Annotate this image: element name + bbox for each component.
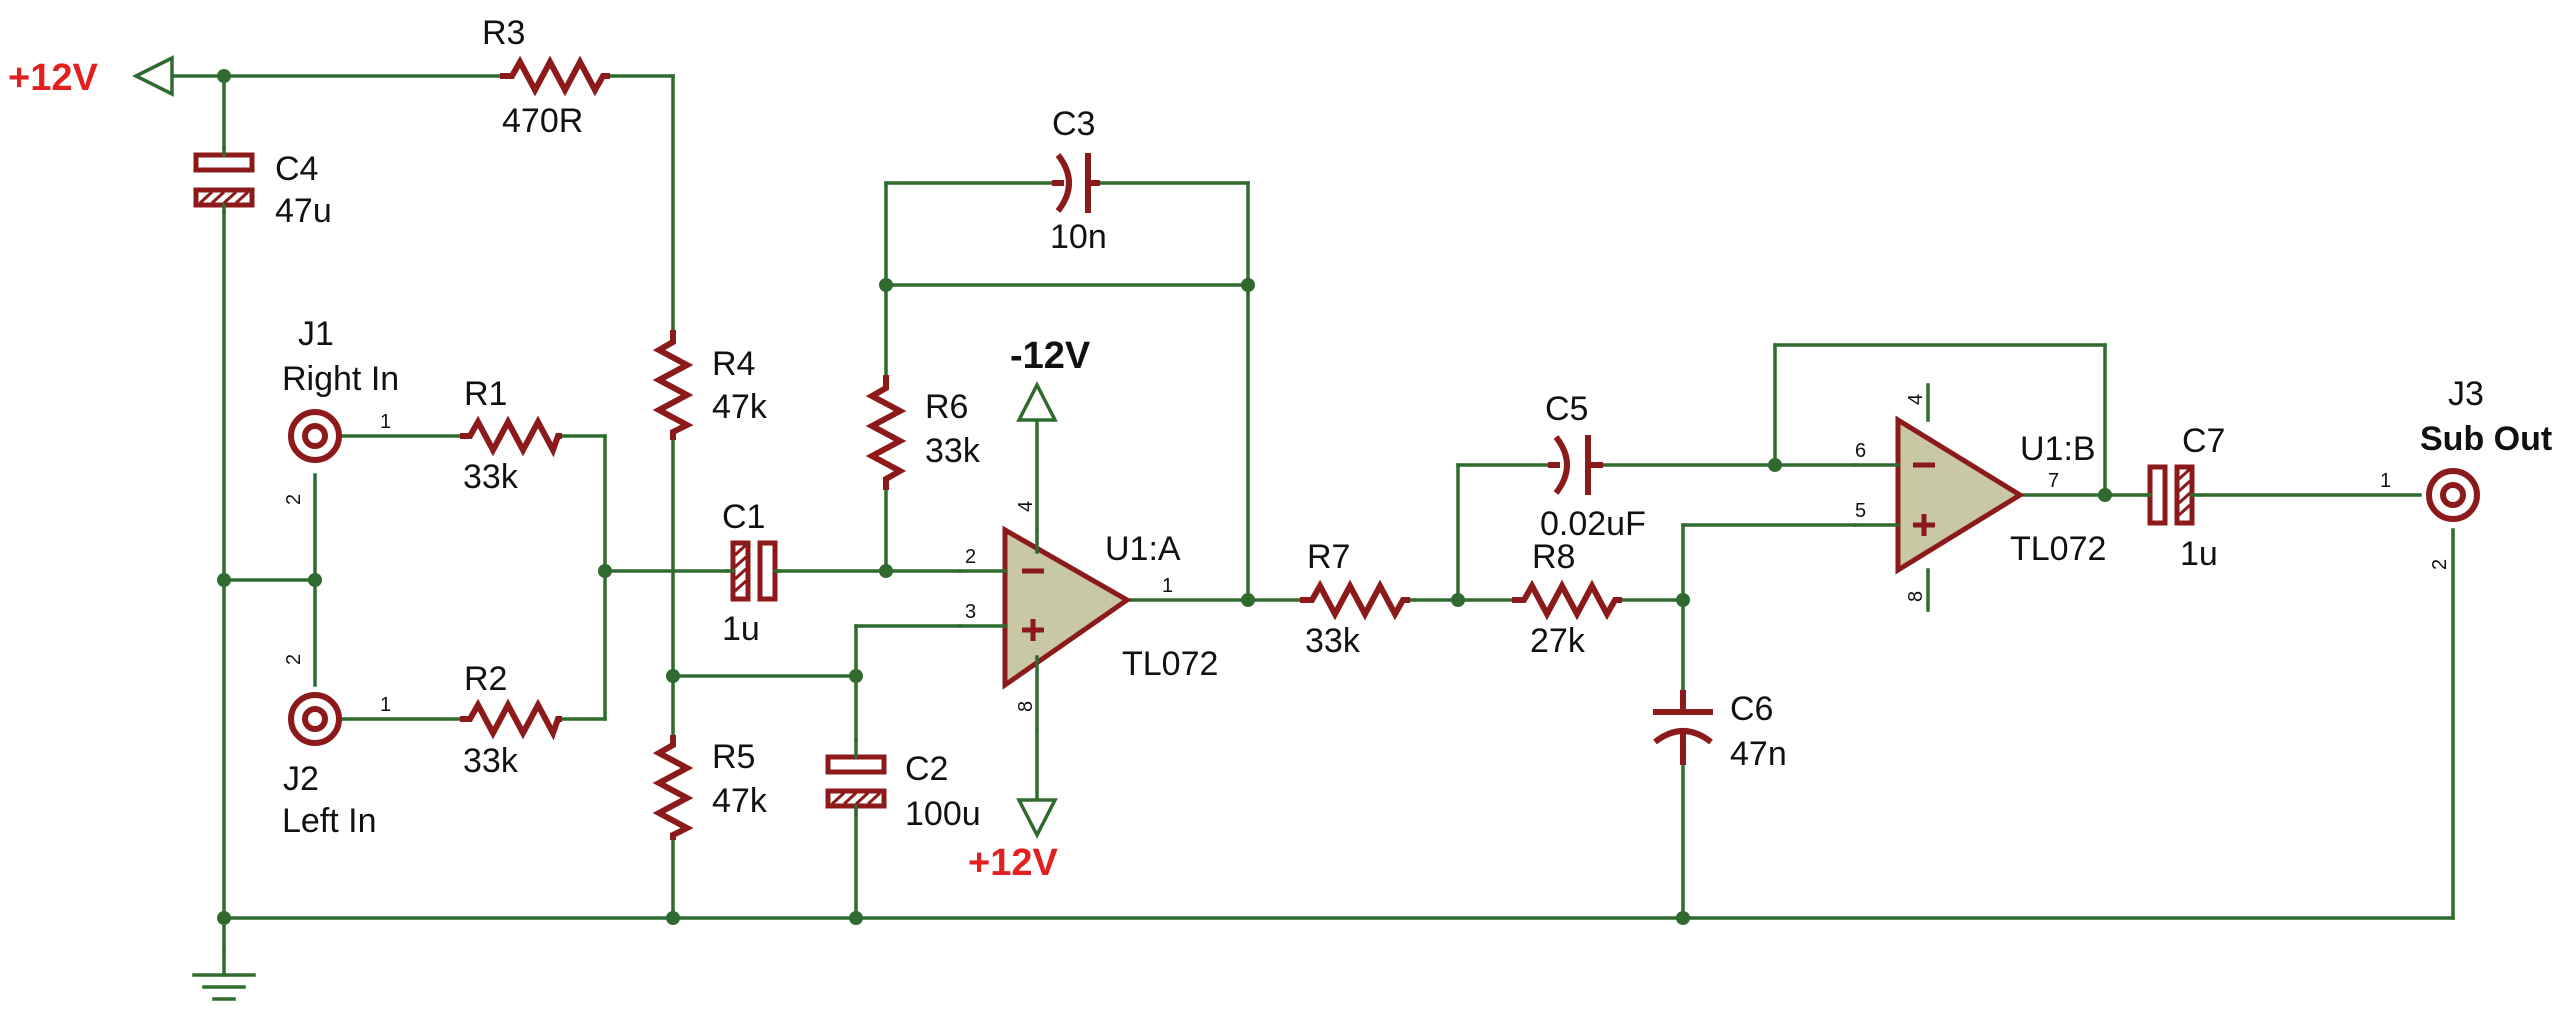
opamp-ref: U1:A (1105, 530, 1181, 568)
opamp-u1b: U1:B TL072 6 5 7 4 8 (1853, 394, 2106, 602)
component-value: 100u (905, 795, 981, 833)
component-value: 0.02uF (1540, 505, 1646, 543)
connector-ref: J3 (2448, 375, 2484, 413)
opamp-value: TL072 (2010, 530, 2106, 568)
pin-number: 1 (1162, 575, 1173, 597)
pin-number: 3 (965, 601, 976, 623)
component-value: 33k (1305, 622, 1361, 660)
opamp-ref: U1:B (2020, 430, 2096, 468)
pin-number: 2 (2429, 559, 2451, 570)
power-arrow-icon (132, 55, 174, 97)
power-arrow-icon (1016, 381, 1058, 422)
connector-name: Sub Out (2420, 420, 2552, 458)
component-ref: R7 (1307, 538, 1350, 576)
junction-dots (217, 69, 2112, 925)
component-value: 33k (925, 432, 981, 470)
component-ref: C4 (275, 150, 318, 188)
resistor-r7: R7 33k (1300, 538, 1410, 660)
capacitor-c6: C6 47n (1653, 690, 1787, 773)
component-ref: C3 (1052, 105, 1095, 143)
rail-label-main: +12V (8, 57, 98, 99)
rail-label-positive: +12V (968, 842, 1058, 884)
resistor-r5: R5 47k (652, 735, 768, 840)
pin-number: 8 (1905, 591, 1927, 602)
component-ref: R4 (712, 345, 755, 383)
capacitor-c5: C5 0.02uF (1540, 390, 1646, 543)
resistor-r1: R1 33k (460, 375, 562, 496)
power-rail-u1a-positive: +12V (968, 798, 1058, 884)
pin-number: 7 (2048, 470, 2059, 492)
pin-number: 1 (2380, 470, 2391, 492)
pin-number: 2 (283, 654, 305, 665)
component-value: 33k (463, 742, 519, 780)
pin-number: 6 (1855, 440, 1866, 462)
component-value: 1u (722, 610, 760, 648)
component-value: 47u (275, 192, 332, 230)
connector-j2: J2 Left In 1 2 (282, 654, 391, 840)
component-ref: C1 (722, 498, 765, 536)
connector-name: Left In (282, 802, 377, 840)
resistor-r4: R4 47k (652, 330, 768, 440)
capacitor-c2: C2 100u (825, 738, 981, 833)
component-ref: R1 (464, 375, 507, 413)
component-ref: C7 (2182, 422, 2225, 460)
component-ref: C5 (1545, 390, 1588, 428)
pin-number: 1 (380, 694, 391, 716)
component-value: 47k (712, 782, 768, 820)
power-rail-main: +12V (8, 55, 174, 99)
capacitor-c4: C4 47u (193, 146, 332, 230)
component-ref: R5 (712, 738, 755, 776)
pin-number: 5 (1855, 500, 1866, 522)
component-value: 47k (712, 388, 768, 426)
connector-j1: J1 Right In 1 2 (282, 315, 399, 505)
wires (170, 74, 2455, 977)
resistor-r8: R8 27k (1512, 538, 1622, 660)
pin-number: 8 (1015, 701, 1037, 712)
component-ref: R8 (1532, 538, 1575, 576)
component-ref: R6 (925, 388, 968, 426)
pin-number: 2 (283, 494, 305, 505)
component-value: 33k (463, 458, 519, 496)
connector-j3: J3 Sub Out 1 2 (2380, 375, 2552, 570)
opamp-u1a: U1:A TL072 2 3 1 4 8 (958, 501, 1218, 732)
component-value: 470R (502, 102, 583, 140)
pin-number: 1 (380, 411, 391, 433)
component-value: 27k (1530, 622, 1586, 660)
component-ref: C2 (905, 750, 948, 788)
power-arrow-icon (1016, 798, 1058, 839)
capacitor-c1: C1 1u (722, 498, 781, 648)
component-value: 1u (2180, 535, 2218, 573)
component-ref: R2 (464, 660, 507, 698)
pin-number: 4 (1015, 501, 1037, 512)
connector-ref: J2 (283, 760, 319, 798)
component-ref: C6 (1730, 690, 1773, 728)
ground-symbol (192, 973, 256, 1001)
pin-number: 2 (965, 546, 976, 568)
rail-label-negative: -12V (1010, 335, 1091, 377)
capacitor-c7: C7 1u (2143, 422, 2225, 573)
pin-number: 4 (1905, 394, 1927, 405)
resistor-r3: R3 470R (482, 14, 610, 140)
capacitor-c3: C3 10n (1050, 105, 1107, 256)
component-ref: R3 (482, 14, 525, 52)
opamp-value: TL072 (1122, 645, 1218, 683)
component-value: 10n (1050, 218, 1107, 256)
connector-ref: J1 (298, 315, 334, 353)
connector-name: Right In (282, 360, 399, 398)
component-value: 47n (1730, 735, 1787, 773)
power-rail-u1a-negative: -12V (1010, 335, 1091, 422)
resistor-r6: R6 33k (865, 375, 981, 490)
resistor-r2: R2 33k (460, 660, 562, 780)
